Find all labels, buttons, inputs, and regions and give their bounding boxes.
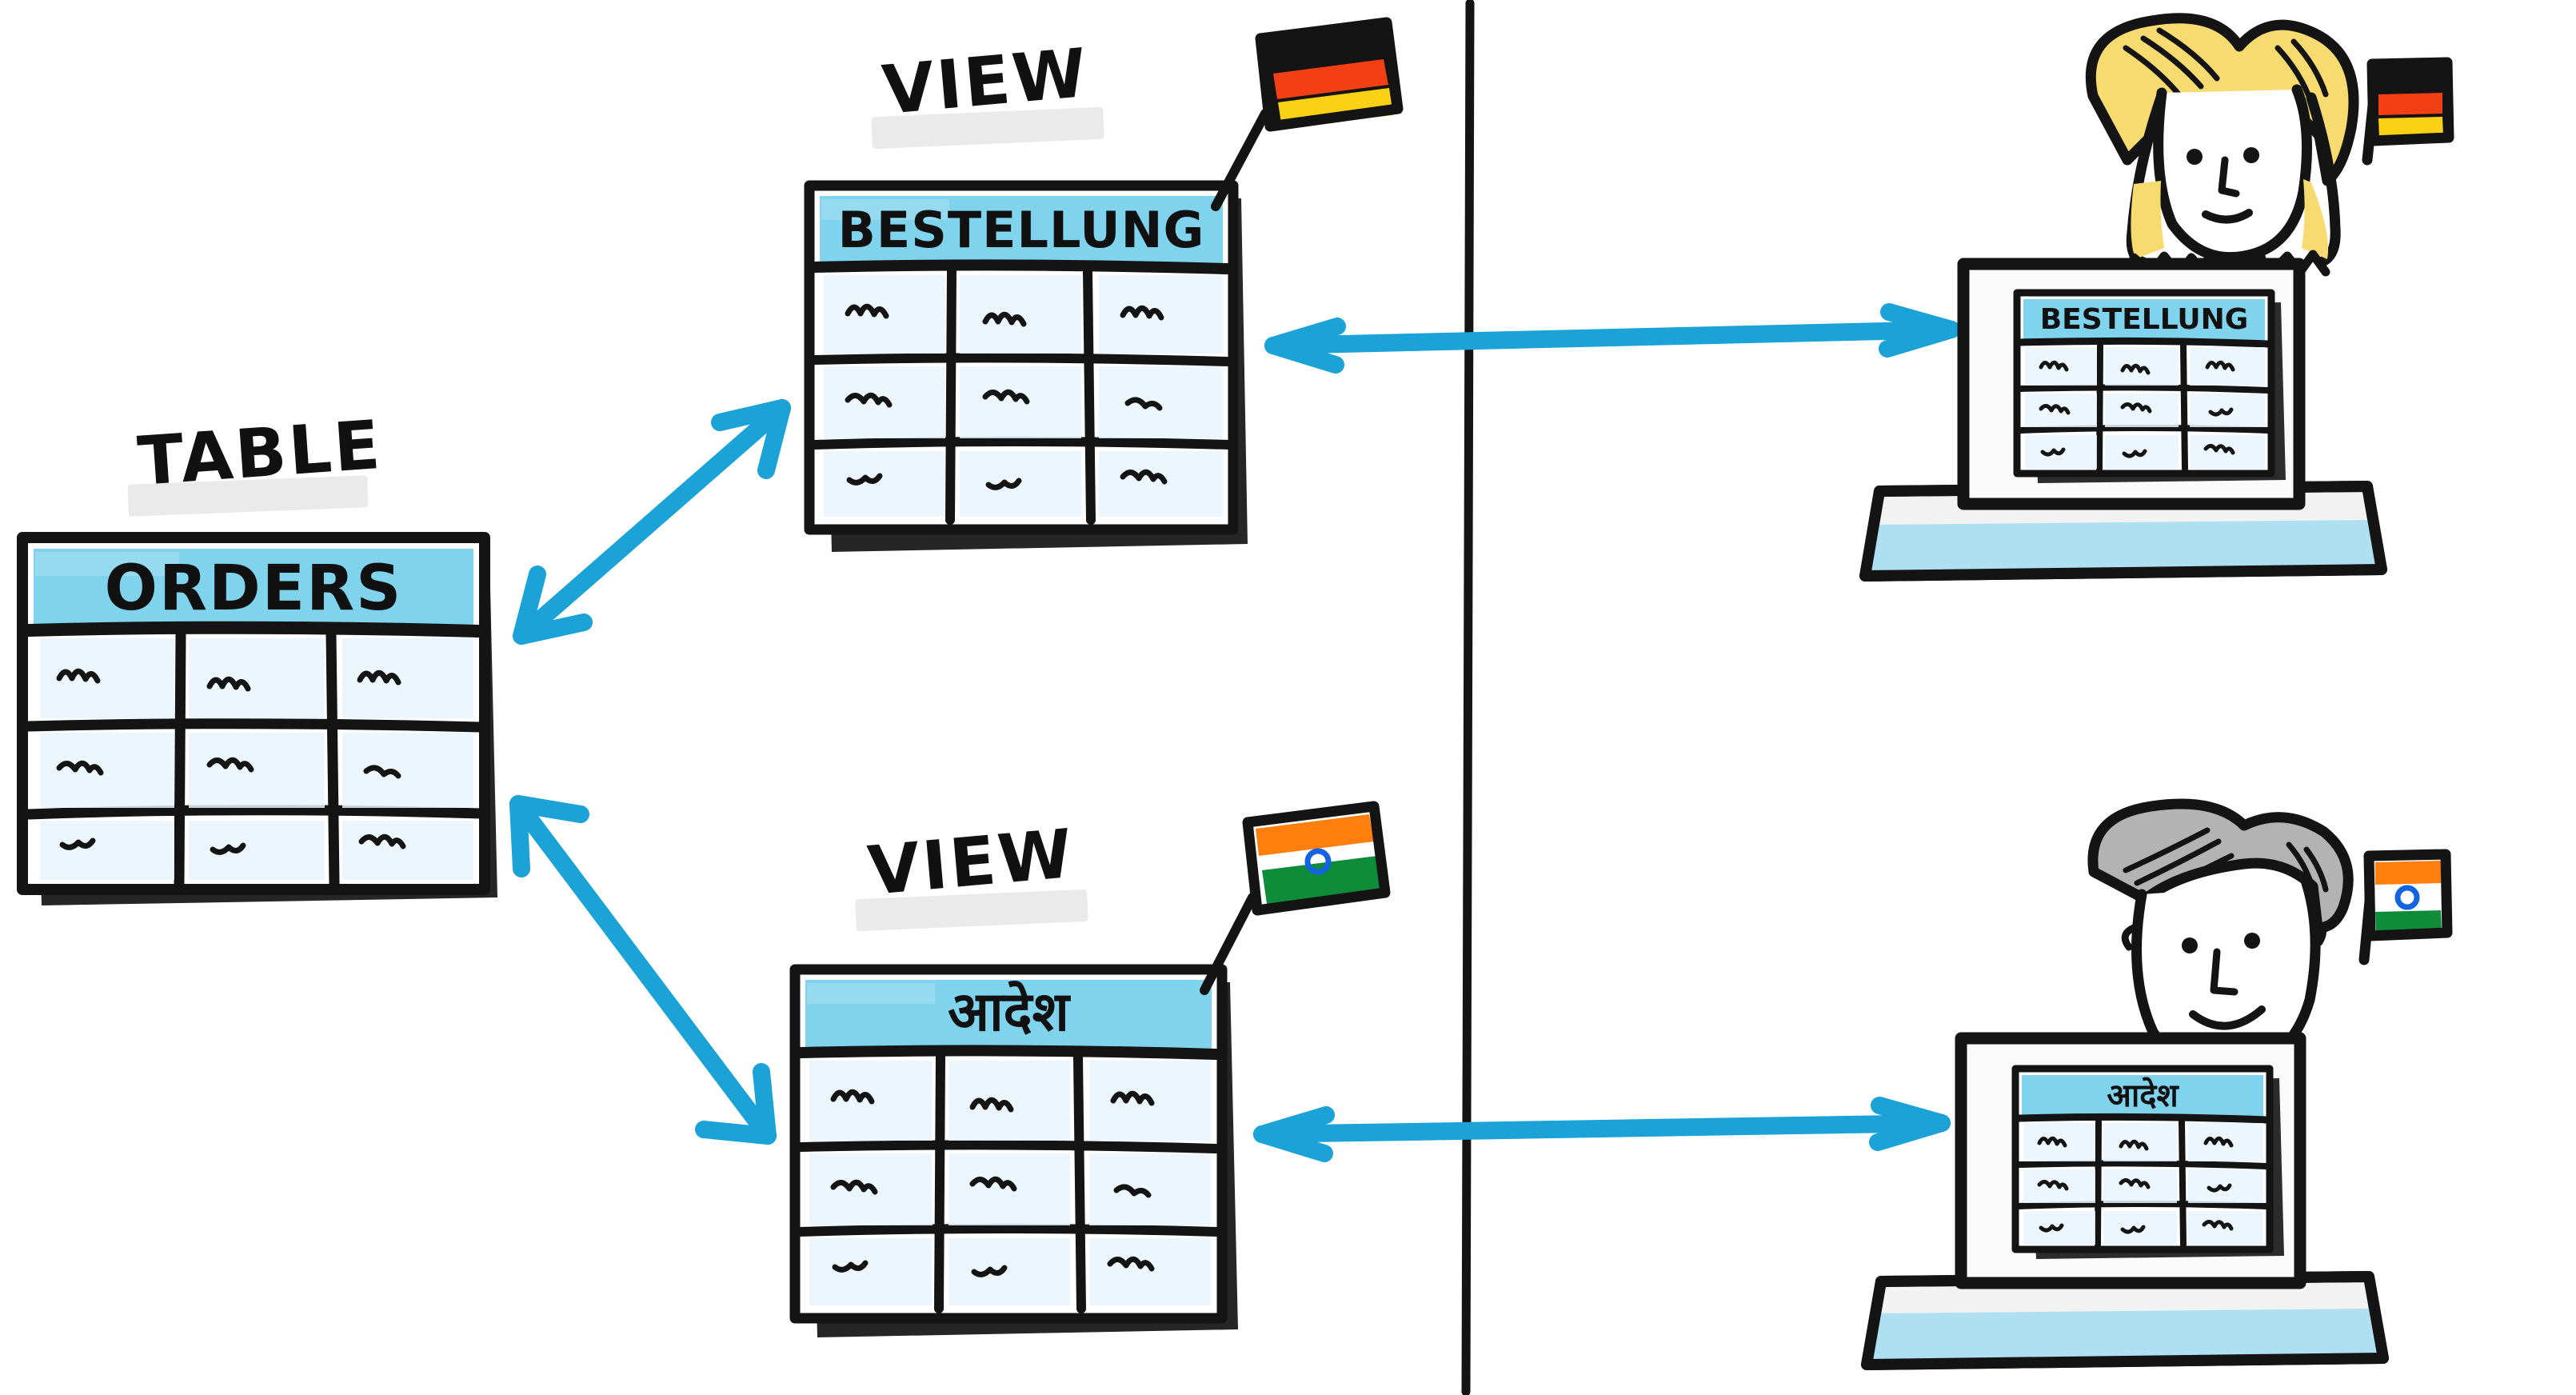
- flag-germany-user: [2362, 57, 2454, 166]
- flag-germany-view: [1255, 17, 1404, 132]
- source-table-name: ORDERS: [104, 553, 403, 625]
- vertical-divider: [1461, 0, 1475, 1395]
- arrow-orders-to-besteilung: [513, 399, 791, 645]
- arrow-besteilung-to-woman: [1264, 303, 1960, 374]
- flag-india-user: [2358, 849, 2453, 965]
- view-table-hindi[interactable]: [789, 801, 1391, 1337]
- view-hindi-table-name: आदेश: [948, 981, 1069, 1044]
- laptop-hindi[interactable]: [1861, 1032, 2389, 1370]
- source-table-orders[interactable]: [17, 532, 497, 905]
- flag-india-view: [1242, 801, 1391, 916]
- avatar-man-gray: [2087, 798, 2354, 1110]
- laptop-hindi-screen-table-name: आदेश: [2107, 1077, 2179, 1114]
- avatar-woman-blonde: [2085, 13, 2359, 282]
- view-table-german[interactable]: [804, 17, 1404, 552]
- consumer-hindi-user[interactable]: [1861, 798, 2453, 1370]
- laptop-german-screen-table-name: BESTELLUNG: [2039, 303, 2249, 336]
- consumer-german-user[interactable]: [1859, 13, 2454, 582]
- laptop-german[interactable]: [1859, 258, 2387, 582]
- arrow-aadesh-to-man: [1253, 1097, 1951, 1162]
- view-german-table-name: BESTELLUNG: [837, 201, 1205, 259]
- arrow-orders-to-aadesh: [509, 795, 777, 1145]
